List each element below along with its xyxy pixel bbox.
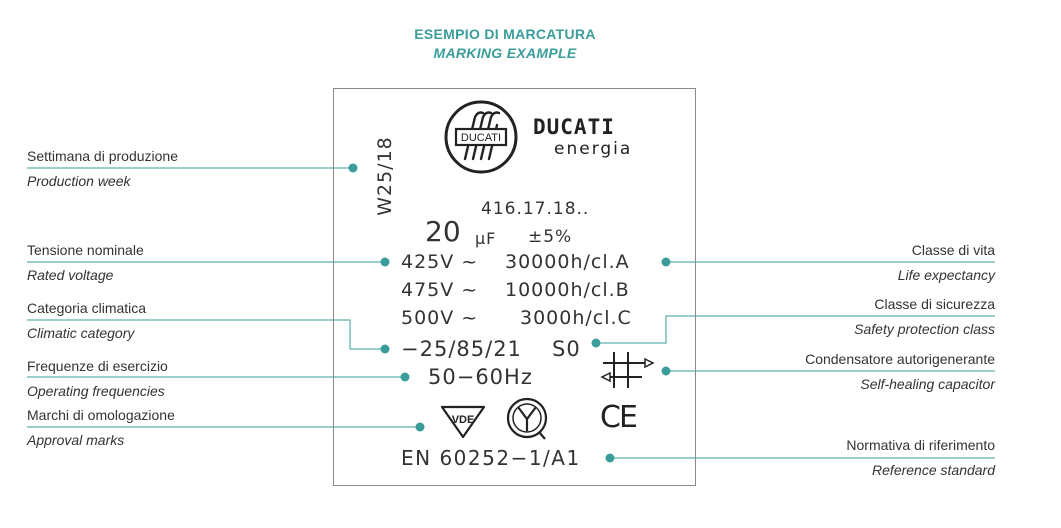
approval-mark-icon (506, 397, 548, 440)
label-approval-marks-en: Approval marks (27, 432, 125, 448)
dot-approval-marks (415, 422, 425, 432)
ce-mark: CE (600, 400, 638, 435)
life-row-1: 30000h/cl.A (505, 251, 630, 273)
label-life-expectancy-it: Classe di vita (911, 242, 995, 258)
self-healing-icon (600, 352, 655, 388)
label-climatic-category-it: Categoria climatica (27, 300, 147, 316)
vde-text: VDE (452, 414, 475, 426)
label-reference-standard-it: Normativa di riferimento (846, 437, 995, 453)
vde-mark-icon: VDE (440, 405, 486, 439)
title-italian: ESEMPIO DI MARCATURA (414, 26, 596, 42)
dot-climatic-category (380, 344, 390, 354)
brand-name: DUCATI (533, 115, 615, 139)
label-production-week-it: Settimana di produzione (27, 148, 178, 164)
leader-climatic-category (27, 319, 385, 350)
label-rated-voltage-it: Tensione nominale (27, 242, 144, 258)
label-self-healing-en: Self-healing capacitor (860, 376, 995, 392)
dot-safety-class (591, 338, 601, 348)
label-reference-standard-en: Reference standard (872, 462, 995, 478)
dot-production-week (348, 163, 358, 173)
capacitance-unit: μF (475, 229, 497, 248)
label-climatic-category-en: Climatic category (27, 325, 135, 341)
capacitance-value: 20 (425, 215, 461, 248)
climatic-category-code: −25/85/21 (401, 337, 522, 361)
life-row-2: 10000h/cl.B (505, 279, 630, 301)
product-code: 416.17.18.. (481, 199, 590, 219)
label-operating-frequencies-it: Frequenze di esercizio (27, 358, 168, 374)
label-life-expectancy-en: Life expectancy (897, 267, 995, 283)
dot-reference-standard (605, 453, 615, 463)
tolerance: ±5% (528, 227, 573, 247)
title-english: MARKING EXAMPLE (433, 45, 577, 61)
life-row-3: 3000h/cl.C (520, 307, 632, 329)
label-safety-class-it: Classe di sicurezza (874, 296, 995, 312)
ducati-logo-icon: DUCATI (444, 100, 518, 174)
dot-self-healing (661, 366, 671, 376)
leader-safety-class (596, 315, 995, 344)
voltage-row-3: 500V ~ (401, 307, 479, 329)
voltage-row-2: 475V ~ (401, 279, 479, 301)
label-safety-class-en: Safety protection class (854, 321, 995, 337)
dot-life-expectancy (661, 257, 671, 267)
voltage-row-1: 425V ~ (401, 251, 479, 273)
dot-rated-voltage (380, 257, 390, 267)
brand-subtitle: energia (554, 139, 633, 159)
label-approval-marks-it: Marchi di omologazione (27, 407, 175, 423)
label-operating-frequencies-en: Operating frequencies (27, 383, 165, 399)
label-rated-voltage-en: Rated voltage (27, 267, 114, 283)
reference-standard-code: EN 60252−1/A1 (401, 446, 581, 470)
safety-class-code: S0 (552, 337, 581, 361)
frequency-range: 50−60Hz (428, 365, 533, 389)
production-week-code: W25/18 (374, 136, 396, 216)
dot-operating-frequencies (400, 372, 410, 382)
label-production-week-en: Production week (27, 173, 131, 189)
marking-plate (333, 88, 696, 486)
label-self-healing-it: Condensatore autorigenerante (805, 351, 995, 367)
ducati-logo-text: DUCATI (461, 132, 501, 144)
